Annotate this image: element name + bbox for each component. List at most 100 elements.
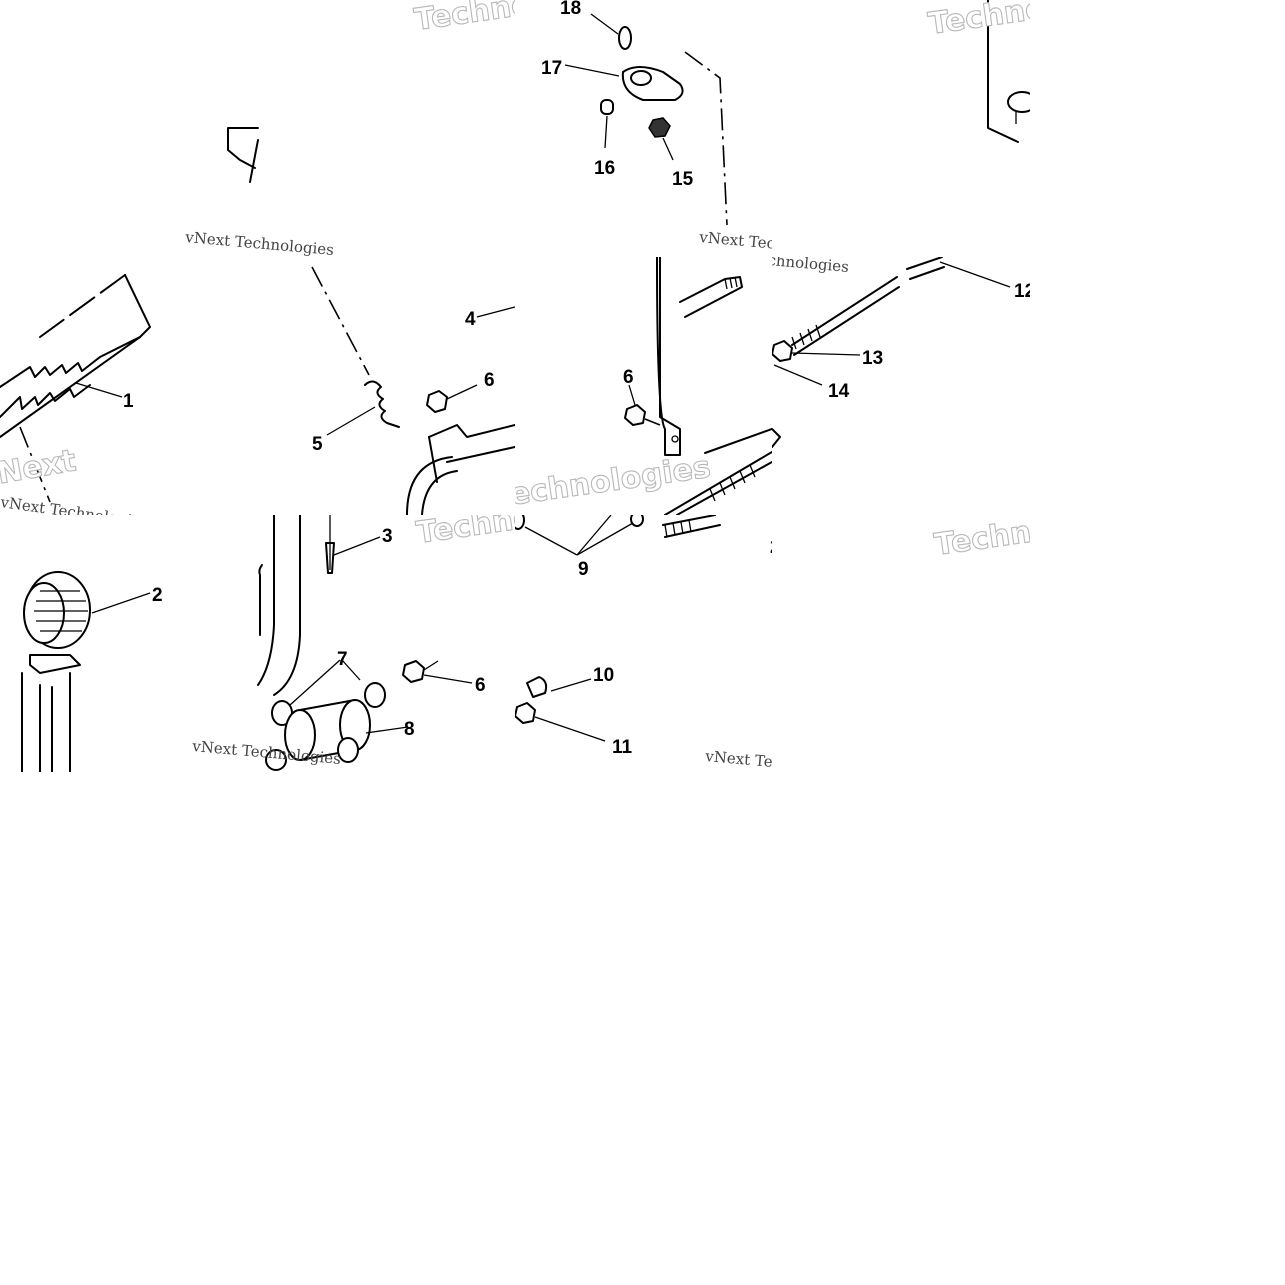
callout-2: 2 <box>770 537 772 558</box>
leader-3 <box>333 536 381 556</box>
rod-12 <box>791 276 900 356</box>
pedal-mount-plate <box>29 654 81 674</box>
callout-11: 11 <box>612 737 633 758</box>
part-17-hole <box>630 70 652 86</box>
callout-7: 7 <box>337 649 348 670</box>
part-6-nut <box>402 660 425 683</box>
leader-10 <box>550 678 592 692</box>
tile-mid-d: 12 13 14 vNext Technologies <box>772 257 1030 515</box>
part-6-nut <box>426 390 448 413</box>
callout-17: 17 <box>541 58 562 79</box>
leader-9b <box>576 515 612 556</box>
leader-dashed <box>311 266 370 376</box>
tile-mid-b-svg: 4 6 5 <box>311 266 515 515</box>
part-17-arm <box>621 66 684 101</box>
stud-end <box>423 660 439 671</box>
callout-18: 18 <box>560 0 581 19</box>
tile-top-a-svg: Technologies vNext Technologies <box>184 0 515 257</box>
leader-12 <box>939 261 1011 288</box>
part-10-clip <box>526 676 548 698</box>
leader-2 <box>91 592 151 614</box>
tile-low-c: 9 2 10 11 vNext Technologies <box>515 515 772 772</box>
watermark-company: vNext Technologies <box>772 257 850 276</box>
shaft-threads <box>724 276 738 290</box>
tile-mid-c: 6 Technologies <box>515 257 772 515</box>
leader-6a <box>446 384 478 400</box>
tile-top-b-svg: 18 17 16 15 vNext Technologies <box>541 0 772 257</box>
bracket-edge <box>249 139 259 183</box>
callout-9: 9 <box>578 559 589 580</box>
tile-top-b: 18 17 16 15 vNext Technologies <box>515 0 772 257</box>
threaded-rod <box>662 515 721 538</box>
callout-12: 12 <box>1014 281 1030 302</box>
part-1-serrated-plate <box>0 336 141 388</box>
tile-low-d-svg: Technologies <box>932 505 1030 563</box>
pedal-plate-edge <box>0 274 151 438</box>
leader-9c <box>576 522 634 556</box>
callout-1: 1 <box>123 391 134 412</box>
watermark-company: vNext Technologies <box>704 747 772 772</box>
leader-5 <box>326 406 376 436</box>
part-2-pad-back <box>23 582 65 644</box>
bracket-fragment <box>227 127 259 169</box>
leader-17 <box>564 64 620 77</box>
watermark-company: vNext Technologies <box>0 493 150 515</box>
leader-11 <box>534 716 606 742</box>
frame-tube-outer <box>257 515 275 686</box>
leader-dashed <box>644 418 661 426</box>
tube-curve-inner <box>421 470 458 515</box>
leader-dashed <box>684 51 728 226</box>
callout-6: 6 <box>484 370 495 391</box>
washer-lower <box>265 749 287 771</box>
part-8-end-front <box>284 709 316 761</box>
watermark-brand: Technologies <box>414 515 515 551</box>
tile-mid-a: 1 vNext Technologies vNext <box>0 257 257 515</box>
part-5-spring <box>364 380 400 428</box>
pivot-shaft <box>679 276 743 318</box>
callout-14: 14 <box>828 381 850 402</box>
rod-threads <box>664 519 692 538</box>
tile-mid-a-svg: 1 vNext Technologies vNext <box>0 274 151 515</box>
rod-12-end <box>906 257 945 280</box>
leader-6b <box>628 384 636 406</box>
rod-fragment <box>772 428 781 448</box>
leader-16 <box>604 115 608 149</box>
part-9-washer <box>515 515 525 530</box>
pedal-arm <box>656 257 681 456</box>
callout-8: 8 <box>404 719 415 740</box>
tile-top-c-svg: Technologies <box>926 0 1030 143</box>
callout-4: 4 <box>465 309 476 330</box>
frame-bend <box>258 564 263 636</box>
watermark-company: vNext Technologies <box>698 228 772 257</box>
part-15-nut <box>648 117 671 138</box>
tile-mid-d-svg: 12 13 14 vNext Technologies <box>772 257 1030 448</box>
callout-3: 3 <box>382 526 393 547</box>
callout-6: 6 <box>475 675 486 696</box>
frame-fragment <box>987 0 1019 143</box>
callout-6: 6 <box>623 367 634 388</box>
part-6-nut <box>624 404 646 426</box>
watermark-brand: Technologies <box>412 0 515 38</box>
threaded-rod-edge <box>676 461 772 515</box>
tube-curve <box>406 456 453 515</box>
part-13-nut <box>772 340 793 362</box>
leader-14 <box>773 364 823 386</box>
callout-2: 2 <box>152 585 163 606</box>
callout-13: 13 <box>862 348 883 369</box>
rod-threads <box>709 464 756 502</box>
frame-tube-inner <box>273 515 301 696</box>
part-11-nut <box>515 702 536 724</box>
callout-5: 5 <box>312 434 323 455</box>
leader-6c <box>423 674 473 684</box>
callout-16: 16 <box>594 158 615 179</box>
tile-low-b-svg: 3 7 6 8 vNext Technologies Technologies <box>191 515 515 771</box>
tile-top-c: Technologies <box>900 0 1030 257</box>
leader-7 <box>341 659 361 681</box>
tile-mid-b: 4 6 5 <box>257 257 515 515</box>
rod-threads <box>791 324 821 350</box>
part-3-pin-body <box>325 542 335 574</box>
bracket-top <box>428 424 515 438</box>
leader-15 <box>662 137 674 161</box>
base-line <box>704 428 772 454</box>
